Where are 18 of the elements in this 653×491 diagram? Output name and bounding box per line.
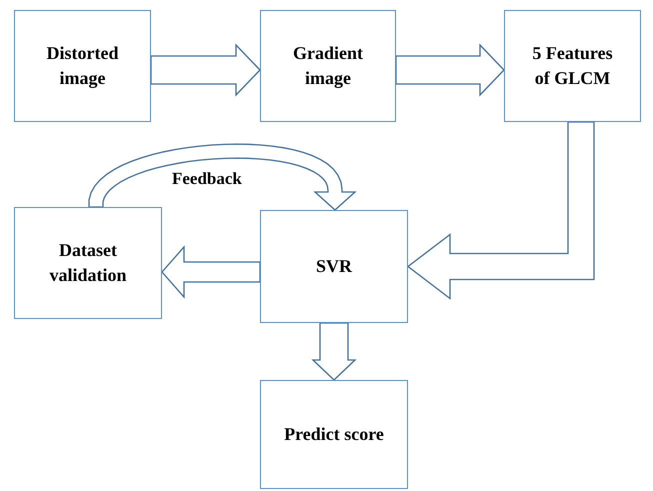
block-arrow [311,322,357,381]
box-label: Dataset validation [48,239,128,287]
process-box [260,210,408,323]
box-label: SVR [316,255,352,278]
box-label: Predict score [284,423,384,446]
process-box [14,10,151,122]
box-label: 5 Features of GLCM [531,42,614,90]
block-arrow [395,43,505,97]
process-box [260,380,408,489]
process-box [504,10,641,122]
block-arrow [150,43,261,97]
box-label: Distorted image [46,42,120,90]
process-box [14,207,162,319]
block-arrow [406,121,595,300]
process-box [260,10,396,122]
block-arrow [161,245,261,299]
block-arrow [88,143,357,211]
box-label: Gradient image [292,42,364,90]
